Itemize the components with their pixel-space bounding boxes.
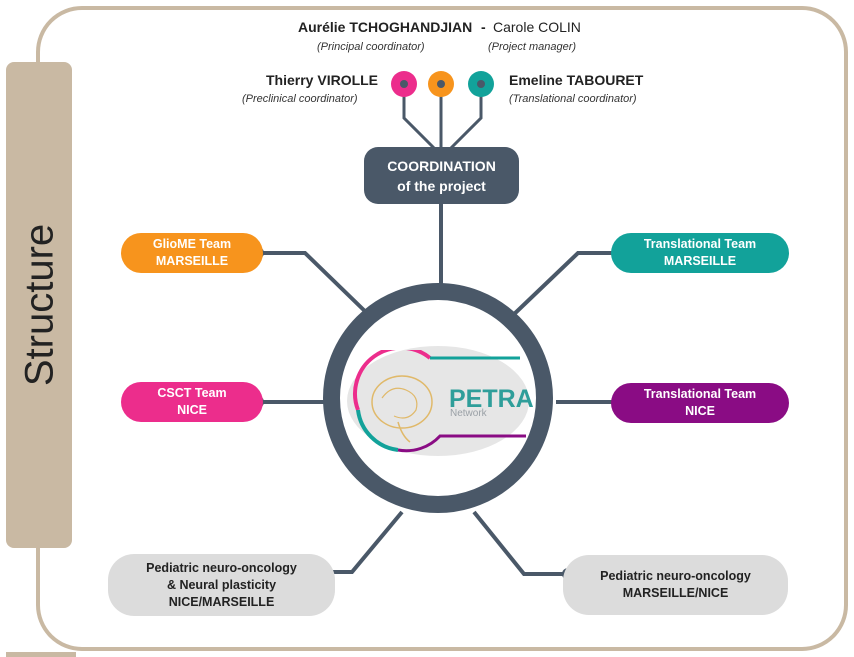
preclinical-coordinator-name: Thierry VIROLLE <box>266 72 379 88</box>
wire-preclinical <box>402 88 436 150</box>
team-pediatric-plasticity-city: NICE/MARSEILLE <box>168 594 275 609</box>
team-translational-nice: Translational Team NICE <box>611 383 789 423</box>
team-translational-marseille: Translational Team MARSEILLE <box>611 233 789 273</box>
project-manager-name: Carole COLIN <box>493 19 581 35</box>
team-pediatric-plasticity-line2: & Neural plasticity <box>166 577 277 592</box>
petra-title: PETRA <box>449 385 534 413</box>
principal-coordinator-role: (Principal coordinator) <box>317 41 425 53</box>
team-csct-city: NICE <box>177 403 207 417</box>
principal-coordinator-name: Aurélie TCHOGHANDJIAN <box>298 19 473 35</box>
team-pediatric-line1: Pediatric neuro-oncology <box>600 569 751 583</box>
team-gliome-name: GlioME Team <box>152 237 232 251</box>
name-separator: - <box>481 19 486 35</box>
team-csct-name: CSCT Team <box>157 386 227 400</box>
petra-subtitle: Network <box>450 408 487 419</box>
petra-logo-icon <box>353 350 526 453</box>
team-csct: CSCT Team NICE <box>121 382 263 422</box>
coordination-title: COORDINATION <box>387 157 496 174</box>
preclinical-coordinator-role: (Preclinical coordinator) <box>242 93 358 105</box>
team-pediatric: Pediatric neuro-oncology MARSEILLE/NICE <box>563 555 788 615</box>
translational-coordinator-name: Emeline TABOURET <box>509 72 644 88</box>
coordination-subtitle: of the project <box>397 177 486 194</box>
project-manager-role: (Project manager) <box>488 41 577 53</box>
translational-coordinator-role: (Translational coordinator) <box>509 93 637 105</box>
team-pediatric-plasticity: Pediatric neuro-oncology & Neural plasti… <box>108 554 335 616</box>
team-translational-marseille-name: Translational Team <box>643 237 757 251</box>
coordination-box: COORDINATION of the project <box>364 147 519 204</box>
wire-pediatric-right <box>472 510 568 576</box>
team-translational-marseille-city: MARSEILLE <box>663 254 737 268</box>
wire-gliome <box>258 251 374 320</box>
wire-trans-marseille <box>508 251 622 320</box>
team-translational-nice-city: NICE <box>685 404 715 418</box>
bottom-strip <box>6 652 76 657</box>
team-gliome: GlioME Team MARSEILLE <box>121 233 263 273</box>
team-pediatric-plasticity-line1: Pediatric neuro-oncology <box>146 560 297 575</box>
team-translational-nice-name: Translational Team <box>643 387 757 401</box>
wire-translational <box>449 88 483 150</box>
side-tab <box>6 62 72 548</box>
team-gliome-city: MARSEILLE <box>155 254 229 268</box>
team-pediatric-city: MARSEILLE/NICE <box>622 586 729 600</box>
